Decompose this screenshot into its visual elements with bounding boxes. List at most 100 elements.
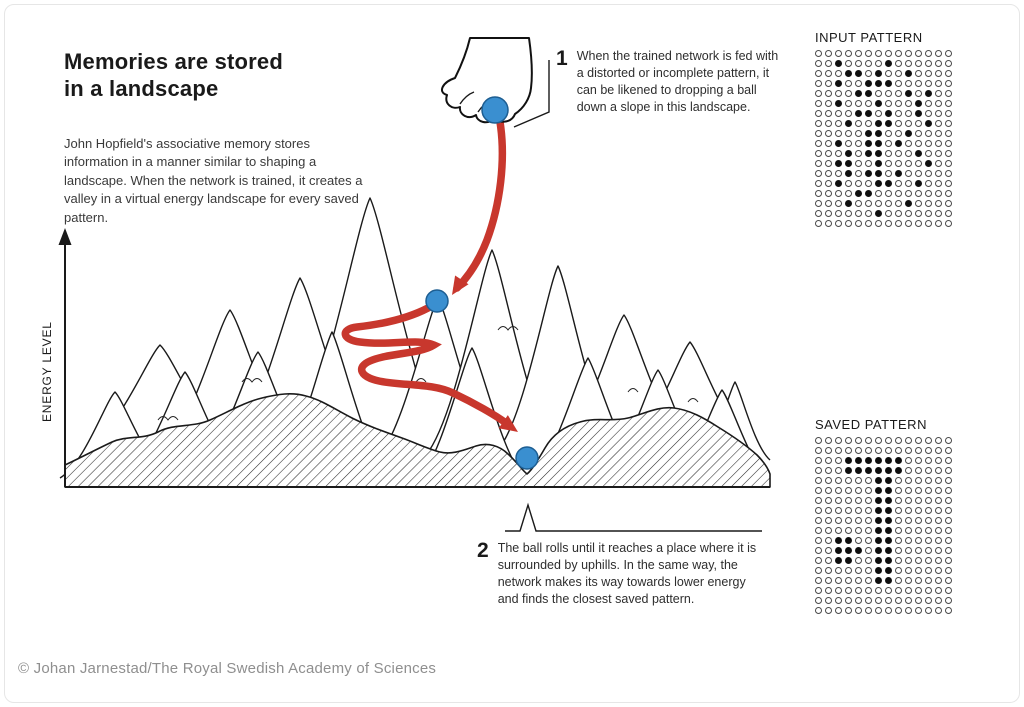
pattern-dot-empty	[875, 110, 882, 117]
pattern-dot-empty	[925, 190, 932, 197]
pattern-dot-filled	[885, 80, 892, 87]
pattern-dot-empty	[855, 447, 862, 454]
pattern-dot-empty	[885, 90, 892, 97]
pattern-dot-empty	[895, 90, 902, 97]
pattern-dot-empty	[865, 477, 872, 484]
pattern-dot-empty	[825, 90, 832, 97]
pattern-dot-empty	[945, 160, 952, 167]
title-line-1: Memories are stored	[64, 48, 283, 74]
pattern-dot-empty	[825, 150, 832, 157]
pattern-dot-empty	[815, 497, 822, 504]
pattern-dot-empty	[925, 100, 932, 107]
pattern-dot-empty	[935, 437, 942, 444]
pattern-dot-filled	[875, 547, 882, 554]
pattern-dot-empty	[885, 150, 892, 157]
pattern-dot-empty	[945, 507, 952, 514]
pattern-dot-empty	[915, 457, 922, 464]
pattern-dot-empty	[815, 80, 822, 87]
pattern-dot-empty	[825, 200, 832, 207]
pattern-dot-empty	[895, 447, 902, 454]
pattern-dot-empty	[905, 497, 912, 504]
ball-midslope	[425, 289, 449, 313]
pattern-dot-empty	[945, 110, 952, 117]
pattern-dot-empty	[845, 437, 852, 444]
pattern-dot-empty	[905, 160, 912, 167]
pattern-dot-empty	[905, 210, 912, 217]
pattern-dot-empty	[885, 607, 892, 614]
pattern-dot-filled	[855, 547, 862, 554]
pattern-dot-empty	[825, 567, 832, 574]
pattern-dot-empty	[885, 160, 892, 167]
pattern-dot-empty	[855, 170, 862, 177]
pattern-dot-filled	[885, 467, 892, 474]
pattern-dot-empty	[925, 477, 932, 484]
pattern-dot-empty	[825, 587, 832, 594]
pattern-dot-filled	[835, 140, 842, 147]
pattern-dot-empty	[845, 220, 852, 227]
pattern-dot-empty	[845, 567, 852, 574]
pattern-dot-empty	[855, 487, 862, 494]
pattern-dot-filled	[875, 537, 882, 544]
pattern-dot-empty	[845, 577, 852, 584]
pattern-dot-filled	[835, 537, 842, 544]
pattern-dot-empty	[895, 70, 902, 77]
pattern-dot-empty	[815, 587, 822, 594]
pattern-dot-empty	[835, 457, 842, 464]
pattern-dot-empty	[915, 140, 922, 147]
pattern-dot-empty	[935, 70, 942, 77]
pattern-dot-empty	[895, 80, 902, 87]
pattern-dot-empty	[935, 547, 942, 554]
pattern-dot-empty	[825, 497, 832, 504]
pattern-dot-empty	[945, 447, 952, 454]
pattern-dot-empty	[885, 140, 892, 147]
pattern-dot-empty	[925, 497, 932, 504]
pattern-dot-empty	[905, 447, 912, 454]
pattern-dot-filled	[855, 457, 862, 464]
pattern-dot-empty	[875, 90, 882, 97]
pattern-dot-filled	[865, 140, 872, 147]
pattern-dot-empty	[835, 447, 842, 454]
pattern-dot-empty	[945, 70, 952, 77]
pattern-dot-empty	[925, 597, 932, 604]
pattern-dot-empty	[885, 587, 892, 594]
pattern-dot-filled	[835, 180, 842, 187]
pattern-dot-empty	[925, 507, 932, 514]
pattern-dot-empty	[825, 457, 832, 464]
pattern-dot-empty	[825, 120, 832, 127]
pattern-dot-empty	[855, 60, 862, 67]
pattern-dot-empty	[905, 60, 912, 67]
pattern-dot-filled	[875, 80, 882, 87]
pattern-dot-filled	[845, 457, 852, 464]
pattern-dot-filled	[885, 110, 892, 117]
pattern-dot-empty	[915, 537, 922, 544]
pattern-dot-empty	[815, 190, 822, 197]
pattern-dot-empty	[915, 597, 922, 604]
pattern-dot-empty	[885, 170, 892, 177]
pattern-dot-empty	[815, 527, 822, 534]
pattern-dot-filled	[875, 140, 882, 147]
pattern-dot-empty	[875, 200, 882, 207]
pattern-dot-empty	[945, 577, 952, 584]
pattern-dot-empty	[855, 497, 862, 504]
pattern-dot-empty	[875, 587, 882, 594]
pattern-dot-empty	[855, 80, 862, 87]
pattern-dot-empty	[815, 120, 822, 127]
pattern-dot-empty	[885, 100, 892, 107]
pattern-dot-empty	[825, 447, 832, 454]
pattern-dot-empty	[865, 527, 872, 534]
pattern-dot-empty	[935, 130, 942, 137]
pattern-dot-empty	[825, 190, 832, 197]
pattern-dot-empty	[875, 437, 882, 444]
pattern-dot-empty	[895, 567, 902, 574]
pattern-dot-empty	[895, 557, 902, 564]
pattern-dot-empty	[845, 210, 852, 217]
step-2-callout: 2 The ball rolls until it reaches a plac…	[477, 540, 769, 608]
step-1-text: When the trained network is fed with a d…	[576, 49, 779, 114]
pattern-dot-empty	[915, 90, 922, 97]
pattern-dot-filled	[835, 80, 842, 87]
pattern-dot-empty	[945, 90, 952, 97]
pattern-dot-empty	[935, 457, 942, 464]
callout-line-1	[513, 60, 550, 128]
pattern-dot-empty	[935, 597, 942, 604]
pattern-dot-filled	[875, 557, 882, 564]
